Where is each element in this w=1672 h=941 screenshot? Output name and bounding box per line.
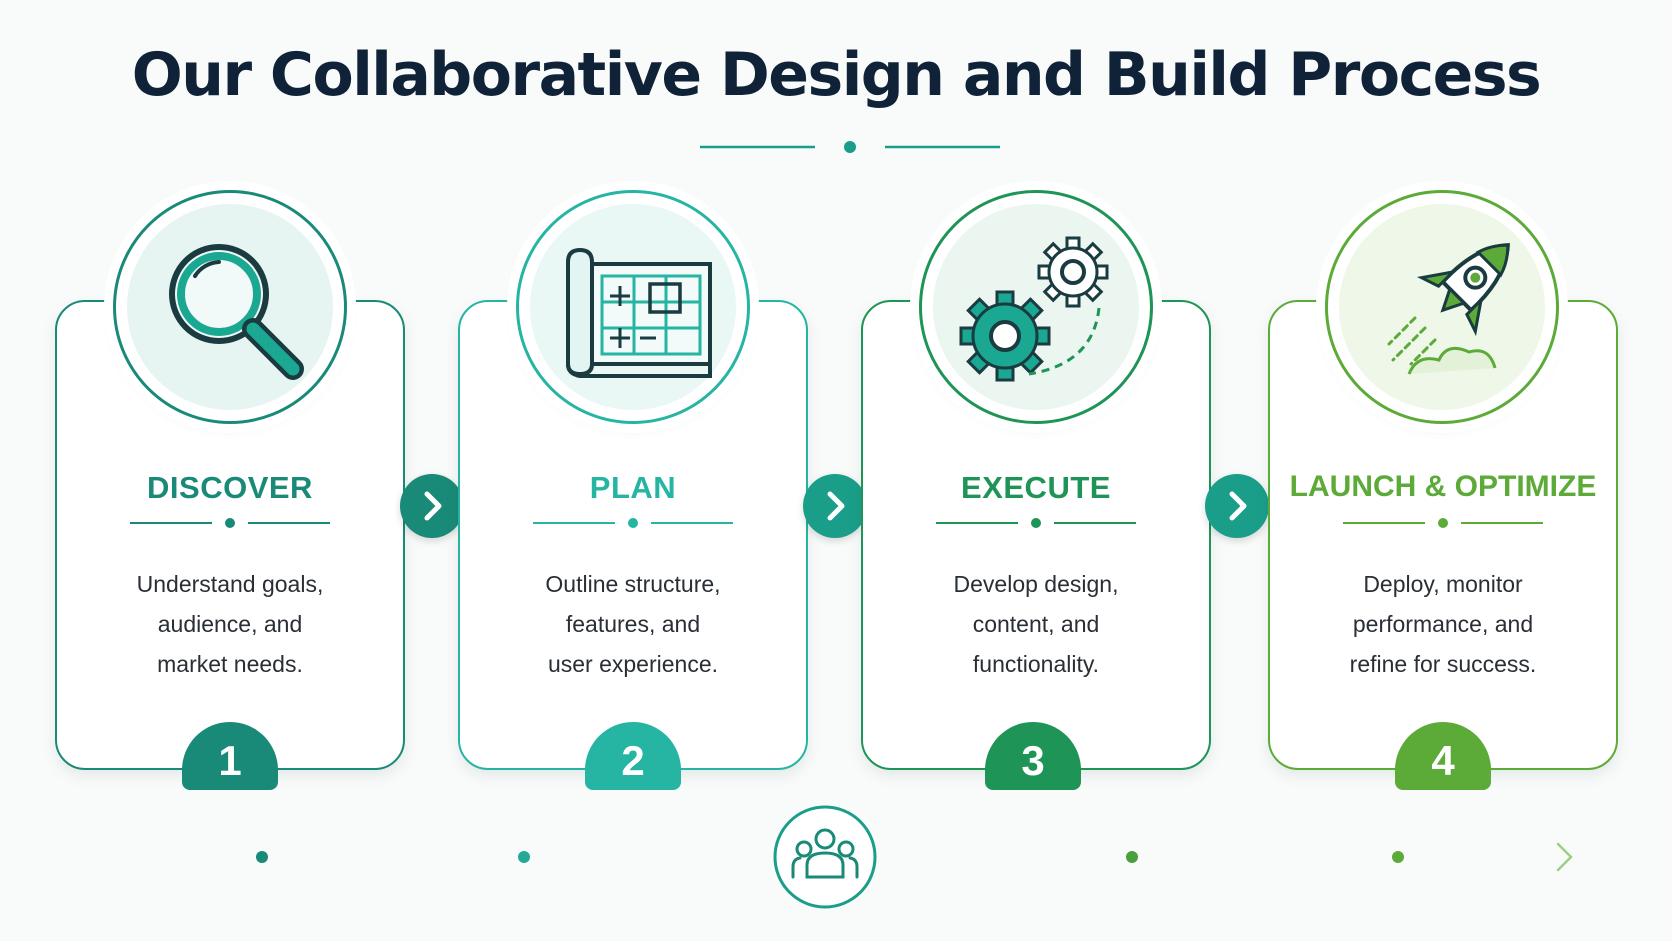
step-number-badge: 1 [182, 722, 278, 790]
process-timeline [256, 805, 1573, 909]
step-icon-circle-plan [516, 190, 750, 424]
next-step-arrow[interactable] [400, 474, 464, 538]
step-number-badge: 3 [985, 722, 1081, 790]
next-step-arrow[interactable] [803, 474, 867, 538]
timeline-dot [1392, 851, 1404, 863]
gears-icon [959, 236, 1109, 382]
title-divider [700, 141, 1000, 153]
step-title-plan: PLAN [589, 470, 677, 505]
step-divider [130, 518, 330, 528]
step-divider [1343, 518, 1543, 528]
step-icon-circle-execute [919, 190, 1153, 424]
chevron-right-icon [827, 491, 845, 521]
magnifying-glass-icon [169, 244, 304, 380]
step-title-discover: DISCOVER [147, 470, 313, 505]
step-title-execute: EXECUTE [961, 470, 1111, 505]
step-divider [533, 518, 733, 528]
step-description-launch: Deploy, monitor performance, and refine … [1349, 571, 1537, 677]
chevron-right-icon [424, 491, 442, 521]
step-description-execute: Develop design, content, and functionali… [953, 571, 1119, 677]
step-divider [936, 518, 1136, 528]
timeline-dot [256, 851, 268, 863]
chevron-right-icon [1229, 491, 1247, 521]
step-description-plan: Outline structure, features, and user ex… [545, 571, 721, 677]
timeline-dot [518, 851, 530, 863]
blueprint-icon [566, 247, 712, 378]
step-icon-circle-launch [1325, 190, 1559, 424]
team-icon [791, 828, 859, 879]
rocket-icon [1387, 243, 1510, 375]
step-title-launch: LAUNCH & OPTIMIZE [1289, 470, 1597, 503]
step-number-badge: 4 [1395, 722, 1491, 790]
step-number-badge: 2 [585, 722, 681, 790]
timeline-dot [1126, 851, 1138, 863]
step-description-discover: Understand goals, audience, and market n… [136, 571, 324, 677]
page-title: Our Collaborative Design and Build Proce… [131, 40, 1542, 110]
next-step-arrow[interactable] [1205, 474, 1269, 538]
step-icon-circle-discover [113, 190, 347, 424]
